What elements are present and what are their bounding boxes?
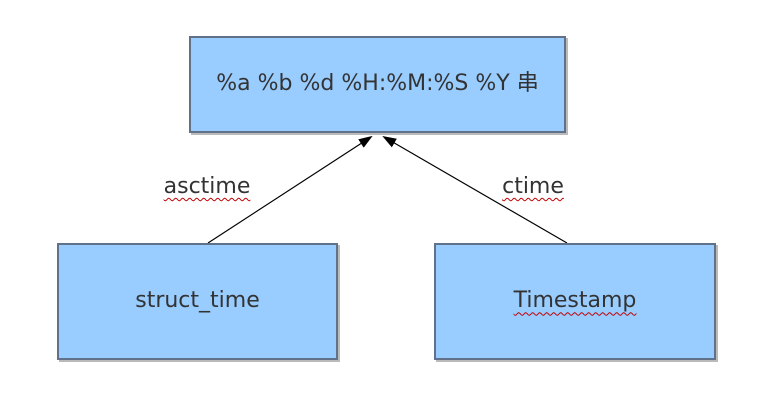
- struct-time-label: struct_time: [135, 288, 260, 314]
- struct-time-box: struct_time: [57, 243, 338, 360]
- format-string-label: %a %b %d %H:%M:%S %Y 串: [216, 71, 539, 97]
- timestamp-label: Timestamp: [513, 288, 637, 314]
- format-string-box: %a %b %d %H:%M:%S %Y 串: [189, 36, 566, 133]
- ctime-edge-label: ctime: [502, 174, 564, 199]
- asctime-edge-label: asctime: [163, 174, 251, 199]
- timestamp-box: Timestamp: [434, 243, 716, 360]
